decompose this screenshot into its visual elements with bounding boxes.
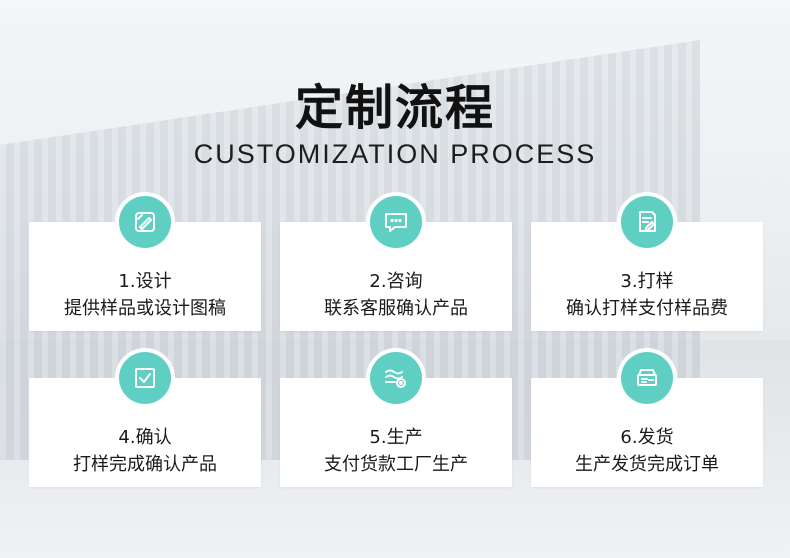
step-title: 6.发货 [620,427,674,448]
page-subtitle: CUSTOMIZATION PROCESS [193,139,597,169]
step-title: 4.确认 [118,427,172,448]
step-description: 打样完成确认产品 [73,454,217,475]
step-description: 提供样品或设计图稿 [64,298,226,319]
pencil-ruler-icon [119,196,171,248]
step-description: 支付货款工厂生产 [324,454,468,475]
step-card-consult: 2.咨询 联系客服确认产品 [280,222,512,331]
document-edit-icon [621,196,673,248]
step-description: 确认打样支付样品费 [566,298,728,319]
chat-bubble-icon [370,196,422,248]
delivery-truck-icon [621,352,673,404]
page-title: 定制流程 [294,80,495,136]
step-description: 联系客服确认产品 [324,298,468,319]
step-title: 5.生产 [369,427,423,448]
production-gear-icon [370,352,422,404]
step-description: 生产发货完成订单 [575,454,719,475]
step-title: 3.打样 [620,271,674,292]
step-title: 2.咨询 [369,271,423,292]
step-title: 1.设计 [118,271,172,292]
checkbox-icon [119,352,171,404]
